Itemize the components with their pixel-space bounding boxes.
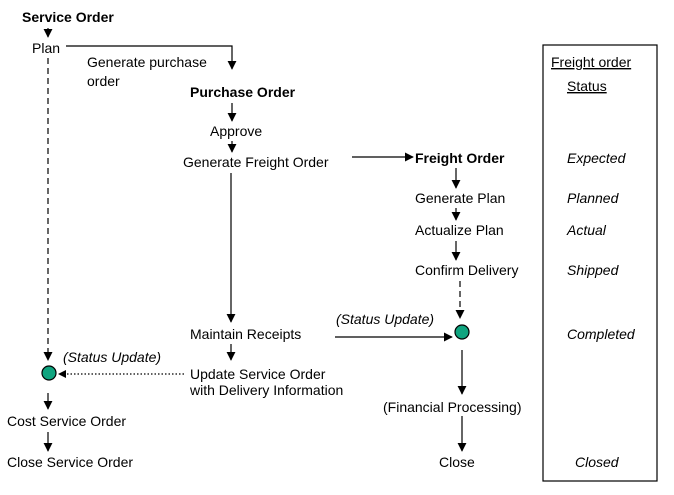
service-order-title: Service Order [22,9,114,25]
status-expected: Expected [567,150,627,166]
arrowhead-dotted-update [58,370,66,378]
actualize-plan-label: Actualize Plan [415,222,504,238]
cost-service-order-label: Cost Service Order [7,413,126,429]
freight-order-title: Freight Order [415,150,505,166]
plan-label: Plan [32,40,60,56]
confirm-delivery-label: Confirm Delivery [415,262,518,278]
generate-purchase-order-line1: Generate purchase [87,54,207,70]
freight-order-status-node [454,324,470,340]
status-actual: Actual [566,222,607,238]
status-panel-frame [542,44,658,482]
status-planned: Planned [567,190,620,206]
approve-label: Approve [210,123,262,139]
update-service-order-line2: with Delivery Information [189,382,343,398]
financial-processing-label: (Financial Processing) [383,399,522,415]
status-panel-header-line1: Freight order [551,54,631,70]
generate-purchase-order-line2: order [87,73,120,89]
status-panel-header-line2: Status [567,78,607,94]
maintain-receipts-label: Maintain Receipts [190,326,301,342]
freight-status-update-label: (Status Update) [336,311,434,327]
service-order-status-node [41,365,57,381]
close-label: Close [439,454,475,470]
purchase-order-title: Purchase Order [190,84,296,100]
service-status-update-label: (Status Update) [63,349,161,365]
status-closed: Closed [575,454,620,470]
generate-freight-order-label: Generate Freight Order [183,154,329,170]
arrowhead-dashed-plan [43,352,53,361]
status-shipped: Shipped [567,262,620,278]
update-service-order-line1: Update Service Order [190,366,326,382]
arrowhead-dashed-confirm [455,310,465,319]
generate-plan-label: Generate Plan [415,190,505,206]
status-completed: Completed [567,326,636,342]
arrow-plan-to-purchase-order [66,45,237,70]
close-service-order-label: Close Service Order [7,454,133,470]
